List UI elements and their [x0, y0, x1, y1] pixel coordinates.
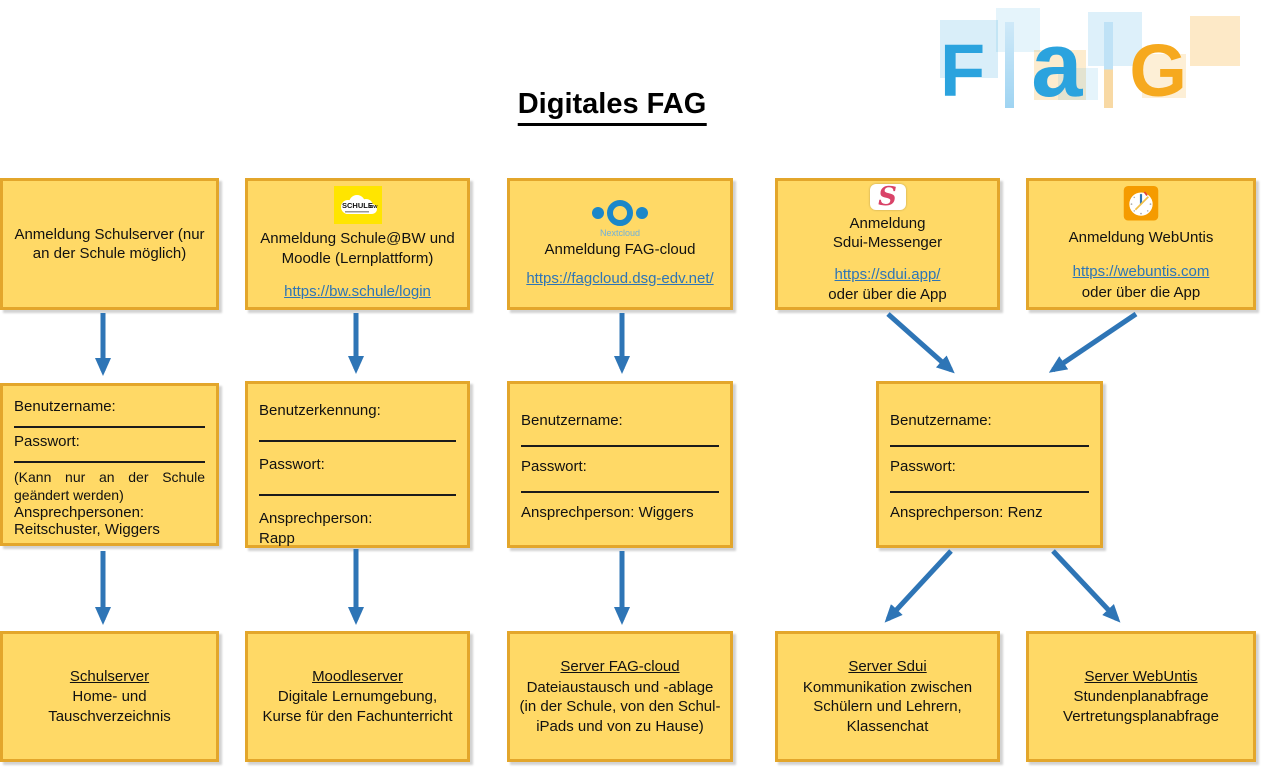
server-box-fagcloud: Server FAG-cloud Dateiaustausch und -abl… — [507, 631, 733, 762]
login-heading: Anmeldung Schulserver (nur an der Schule… — [14, 225, 205, 263]
server-title: Server WebUntis — [1084, 667, 1198, 685]
login-note: oder über die App — [828, 286, 947, 303]
fagcloud-login-link[interactable]: https://fagcloud.dsg-edv.net/ — [526, 269, 714, 287]
arrow-webuntis-login-to-credentials — [1048, 311, 1138, 373]
username-label: Benutzername: — [890, 411, 992, 429]
password-blank-line — [14, 450, 205, 463]
username-label: Benutzerkennung: — [259, 402, 381, 419]
credentials-box-fagcloud: Benutzername: Passwort: Ansprechperson: … — [507, 381, 733, 548]
login-note: oder über die App — [1081, 283, 1201, 301]
credentials-box-moodle: Benutzerkennung: Passwort: Ansprechperso… — [245, 381, 470, 548]
logo-mosaic-tile — [1190, 16, 1240, 66]
nextcloud-logo: Nextcloud — [581, 200, 659, 240]
login-box-webuntis: Anmeldung WebUntis https://webuntis.com … — [1026, 178, 1256, 310]
contact-value: Reitschuster, Wiggers — [14, 521, 160, 538]
login-heading-line1: Anmeldung — [849, 214, 926, 232]
sdui-logo-letter: S — [878, 181, 897, 212]
server-title: Server Sdui — [848, 658, 927, 675]
server-description: Digitale Lernumgebung, Kurse für den Fac… — [262, 688, 453, 725]
logo-letter-a: a — [1031, 14, 1083, 116]
svg-text:BW: BW — [370, 204, 378, 209]
login-heading: Anmeldung WebUntis — [1068, 228, 1214, 246]
password-label: Passwort: — [890, 457, 956, 475]
logo-mosaic-tile — [1142, 54, 1186, 98]
credentials-box-schulserver: Benutzername: Passwort: (Kann nur an der… — [0, 383, 219, 546]
login-heading: Anmeldung FAG-cloud — [544, 241, 696, 258]
arrow-credentials-to-server-sdui — [884, 549, 953, 623]
logo-mosaic-tile — [996, 8, 1040, 52]
password-change-note: (Kann nur an der Schule geändert werden) — [14, 469, 205, 503]
sdui-login-link[interactable]: https://sdui.app/ — [834, 265, 941, 283]
server-title: Server FAG-cloud — [560, 658, 680, 675]
server-description: Kommunikation zwischen Schülern und Lehr… — [802, 678, 973, 735]
server-box-moodle: Moodleserver Digitale Lernumgebung, Kurs… — [245, 631, 470, 762]
server-description: Home- und Tauschverzeichnis — [48, 688, 171, 725]
arrow-sdui-login-to-credentials — [886, 312, 955, 374]
password-label: Passwort: — [521, 457, 587, 475]
server-box-schulserver: Schulserver Home- und Tauschverzeichnis — [0, 631, 219, 762]
username-blank-line — [890, 430, 1089, 447]
svg-text:SCHULE: SCHULE — [342, 201, 373, 210]
username-blank-line — [14, 415, 205, 428]
login-box-sdui: S Anmeldung Sdui-Messenger https://sdui.… — [775, 178, 1000, 310]
login-box-schulserver: Anmeldung Schulserver (nur an der Schule… — [0, 178, 219, 310]
username-blank-line — [521, 430, 719, 447]
logo-mosaic-tile — [1034, 50, 1086, 100]
nextcloud-icon: Nextcloud — [592, 200, 648, 238]
arrow-credentials-to-server-webuntis — [1051, 549, 1121, 623]
username-blank-line — [259, 422, 456, 442]
contact-line: Ansprechperson: Wiggers — [521, 503, 694, 521]
server-title: Moodleserver — [312, 667, 403, 685]
logo-letter-f: F — [940, 29, 986, 112]
page-title: Digitales FAG — [517, 88, 707, 126]
logo-mosaic-tile — [940, 20, 998, 78]
password-blank-line — [890, 476, 1089, 493]
webuntis-clock-icon — [1123, 186, 1159, 221]
contact-value: Rapp — [259, 530, 295, 547]
server-title: Schulserver — [69, 667, 150, 685]
server-box-sdui: Server Sdui Kommunikation zwischen Schül… — [775, 631, 1000, 762]
contact-label: Ansprechpersonen: — [14, 504, 145, 521]
password-blank-line — [521, 476, 719, 493]
sdui-icon: S — [869, 181, 906, 212]
server-box-webuntis: Server WebUntis Stundenplanabfrage Vertr… — [1026, 631, 1256, 762]
password-label: Passwort: — [259, 456, 325, 473]
svg-text:Nextcloud: Nextcloud — [600, 228, 640, 238]
logo-mosaic-tile — [1088, 12, 1142, 66]
schule-bw-logo: SCHULE BW — [333, 186, 382, 225]
password-label: Passwort: — [14, 433, 80, 450]
contact-line: Ansprechperson: Renz — [890, 503, 1043, 521]
logo-separator-bar — [1104, 22, 1114, 108]
login-box-schule-bw-moodle: SCHULE BW Anmeldung Schule@BW und Moodle… — [245, 178, 470, 310]
login-box-fagcloud: Nextcloud Anmeldung FAG-cloud https://fa… — [507, 178, 733, 310]
credentials-box-sdui-webuntis: Benutzername: Passwort: Ansprechperson: … — [876, 381, 1103, 548]
logo-letter-g: G — [1129, 29, 1187, 112]
server-description: Dateiaustausch und -ablage (in der Schul… — [519, 678, 721, 735]
logo-separator-bar — [1005, 22, 1015, 108]
logo-mosaic-tile — [1058, 68, 1098, 100]
login-heading: Anmeldung Schule@BW und Moodle (Lernplat… — [260, 230, 455, 267]
password-blank-line — [259, 476, 456, 496]
login-heading-line2: Sdui-Messenger — [832, 234, 943, 251]
server-description: Stundenplanabfrage Vertretungsplanabfrag… — [1063, 688, 1219, 725]
webuntis-login-link[interactable]: https://webuntis.com — [1072, 263, 1210, 280]
fag-logo: F a G — [938, 8, 1260, 116]
username-label: Benutzername: — [521, 411, 623, 429]
schule-bw-login-link[interactable]: https://bw.schule/login — [284, 283, 431, 301]
username-label: Benutzername: — [14, 398, 116, 415]
schule-bw-icon: SCHULE BW — [333, 186, 382, 225]
contact-label: Ansprechperson: — [259, 510, 373, 527]
